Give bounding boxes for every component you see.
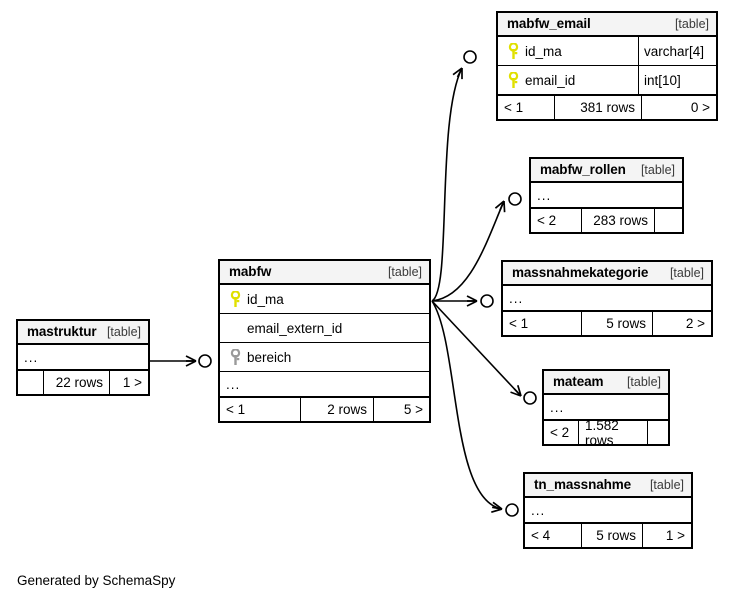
table-title: massnahmekategorie bbox=[512, 265, 649, 280]
table-footer: < 2 283 rows bbox=[531, 208, 682, 232]
column-cell: bereich bbox=[220, 348, 429, 366]
primary-key-icon bbox=[226, 290, 245, 308]
column-type: int[10] bbox=[638, 66, 716, 94]
primary-key-icon bbox=[504, 71, 523, 89]
table-node-mabfw-rollen[interactable]: mabfw_rollen [table] ... < 2 283 rows bbox=[529, 157, 684, 234]
footer-child-count: 0 > bbox=[690, 100, 710, 115]
hidden-columns-ellipsis: ... bbox=[220, 372, 429, 397]
table-title: mastruktur bbox=[27, 324, 97, 339]
footer-child-count bbox=[655, 209, 682, 232]
table-header-mabfw: mabfw [table] bbox=[220, 261, 429, 285]
column-name: email_id bbox=[525, 72, 576, 88]
table-row[interactable]: email_id int[10] bbox=[498, 66, 716, 95]
edge-circle-mabfw-rollen bbox=[508, 192, 522, 206]
edge-mabfw-to-tn-massnahme bbox=[431, 300, 503, 514]
table-kind-label: [table] bbox=[669, 265, 704, 280]
edge-mabfw-to-mabfw-rollen bbox=[431, 200, 506, 302]
hidden-columns-ellipsis: ... bbox=[531, 183, 682, 208]
column-name: bereich bbox=[247, 349, 292, 365]
footer-parent-count: < 2 bbox=[537, 213, 557, 228]
column-name: id_ma bbox=[525, 43, 562, 59]
hidden-columns-ellipsis: ... bbox=[18, 345, 148, 370]
footer-parent-count: < 2 bbox=[550, 425, 570, 440]
footer-parent-count: < 1 bbox=[504, 100, 524, 115]
table-header-tn-massnahme: tn_massnahme [table] bbox=[525, 474, 691, 498]
table-kind-label: [table] bbox=[640, 162, 675, 177]
footer-child-count: 2 > bbox=[685, 316, 705, 331]
edge-circle-tn-massnahme bbox=[505, 503, 519, 517]
edge-circle-mabfw-email bbox=[463, 50, 477, 64]
table-row[interactable]: bereich bbox=[220, 343, 429, 372]
column-cell: email_extern_id bbox=[220, 321, 429, 336]
footer-child-count bbox=[648, 421, 668, 444]
table-node-tn-massnahme[interactable]: tn_massnahme [table] ... < 4 5 rows 1 > bbox=[523, 472, 693, 549]
table-header-mateam: mateam [table] bbox=[544, 371, 668, 395]
table-title: mabfw_rollen bbox=[540, 162, 626, 177]
table-title: mabfw bbox=[229, 264, 272, 279]
table-node-mastruktur[interactable]: mastruktur [table] ... 22 rows 1 > bbox=[16, 319, 150, 396]
hidden-columns-ellipsis: ... bbox=[503, 286, 711, 311]
table-kind-label: [table] bbox=[674, 16, 709, 31]
table-kind-label: [table] bbox=[387, 264, 422, 279]
column-cell: id_ma bbox=[498, 42, 638, 60]
footer-row-count: 5 rows bbox=[581, 524, 643, 547]
table-kind-label: [table] bbox=[626, 374, 661, 389]
footer-child-count: 5 > bbox=[403, 402, 423, 417]
column-cell: id_ma bbox=[220, 290, 429, 308]
footer-row-count: 283 rows bbox=[581, 209, 655, 232]
edge-circle-massnahmekategorie bbox=[480, 294, 494, 308]
table-header-mabfw-email: mabfw_email [table] bbox=[498, 13, 716, 37]
table-footer: < 4 5 rows 1 > bbox=[525, 523, 691, 547]
table-title: mabfw_email bbox=[507, 16, 591, 31]
table-footer: < 1 381 rows 0 > bbox=[498, 95, 716, 119]
table-title: tn_massnahme bbox=[534, 477, 632, 492]
footer-parent-count: < 4 bbox=[531, 528, 551, 543]
table-header-massnahmekategorie: massnahmekategorie [table] bbox=[503, 262, 711, 286]
column-name: id_ma bbox=[247, 291, 284, 307]
edge-circle-mastruktur bbox=[198, 354, 212, 368]
footer-parent-count: < 1 bbox=[509, 316, 529, 331]
table-footer: < 1 2 rows 5 > bbox=[220, 397, 429, 421]
footer-child-count: 1 > bbox=[665, 528, 685, 543]
primary-key-icon bbox=[504, 42, 523, 60]
footer-row-count: 381 rows bbox=[554, 96, 642, 119]
table-kind-label: [table] bbox=[649, 477, 684, 492]
footer-row-count: 22 rows bbox=[43, 371, 110, 394]
table-footer: 22 rows 1 > bbox=[18, 370, 148, 394]
hidden-columns-ellipsis: ... bbox=[525, 498, 691, 523]
column-name: email_extern_id bbox=[247, 320, 343, 336]
table-row[interactable]: id_ma varchar[4] bbox=[498, 37, 716, 66]
footer-row-count: 1.582 rows bbox=[578, 421, 648, 444]
footer-parent-count: < 1 bbox=[226, 402, 246, 417]
table-header-mabfw-rollen: mabfw_rollen [table] bbox=[531, 159, 682, 183]
edge-circle-mateam bbox=[523, 391, 537, 405]
table-title: mateam bbox=[553, 374, 604, 389]
column-type: varchar[4] bbox=[638, 37, 716, 65]
table-header-mastruktur: mastruktur [table] bbox=[18, 321, 148, 345]
table-node-mabfw[interactable]: mabfw [table] id_ma email_extern_id bere… bbox=[218, 259, 431, 423]
table-node-mateam[interactable]: mateam [table] ... < 2 1.582 rows bbox=[542, 369, 670, 446]
footer-row-count: 2 rows bbox=[300, 398, 374, 421]
table-kind-label: [table] bbox=[106, 324, 141, 339]
footer-row-count: 5 rows bbox=[581, 312, 653, 335]
table-row[interactable]: email_extern_id bbox=[220, 314, 429, 343]
foreign-key-icon bbox=[226, 348, 245, 366]
table-node-massnahmekategorie[interactable]: massnahmekategorie [table] ... < 1 5 row… bbox=[501, 260, 713, 337]
table-footer: < 2 1.582 rows bbox=[544, 420, 668, 444]
edge-mabfw-to-mabfw-email bbox=[431, 67, 463, 302]
table-node-mabfw-email[interactable]: mabfw_email [table] id_ma varchar[4] ema… bbox=[496, 11, 718, 121]
hidden-columns-ellipsis: ... bbox=[544, 395, 668, 420]
generated-by-credit: Generated by SchemaSpy bbox=[17, 573, 176, 588]
footer-parent-count bbox=[18, 371, 43, 394]
column-cell: email_id bbox=[498, 71, 638, 89]
table-row[interactable]: id_ma bbox=[220, 285, 429, 314]
footer-child-count: 1 > bbox=[122, 375, 142, 390]
table-footer: < 1 5 rows 2 > bbox=[503, 311, 711, 335]
